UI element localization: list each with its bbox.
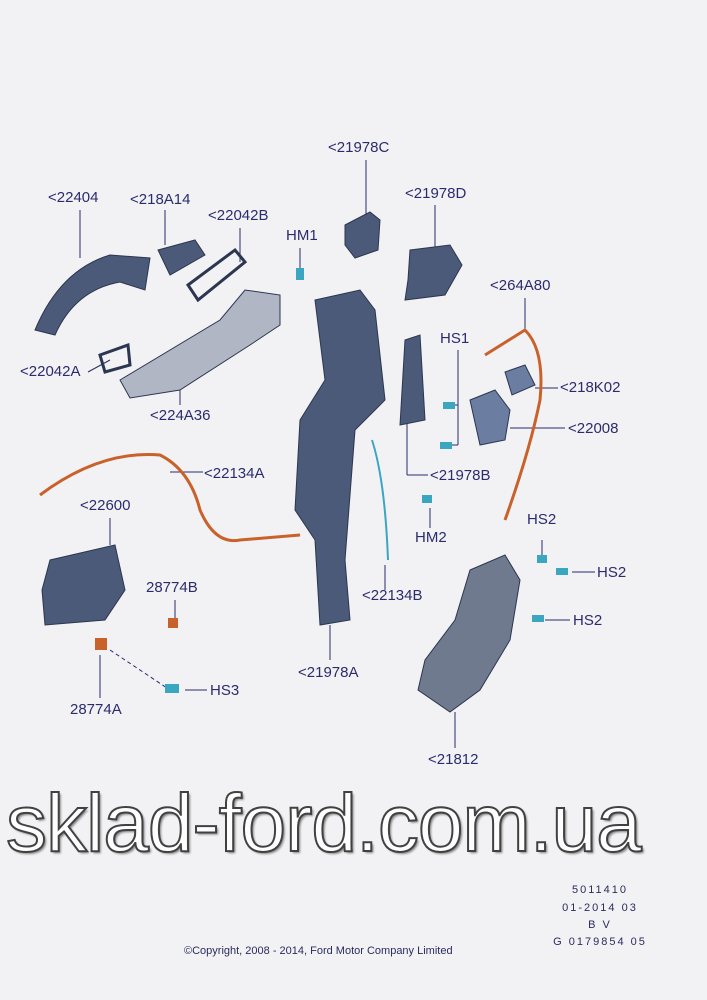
outer-handle-22404	[34, 254, 151, 336]
callout-22008: <22008	[568, 420, 619, 437]
striker-22008	[469, 389, 511, 446]
watermark: sklad-ford.com.ua	[5, 778, 643, 869]
callout-28774B: 28774B	[146, 579, 198, 596]
callout-22134B: <22134B	[362, 587, 423, 604]
callout-28774A: 28774A	[70, 701, 122, 718]
latch-21812	[417, 554, 521, 713]
fasteners	[95, 268, 568, 693]
handle-housing-22600	[41, 544, 126, 626]
callout-218A14: <218A14	[130, 191, 191, 208]
callout-hm2: HM2	[415, 529, 447, 546]
cable-22134A	[39, 453, 301, 543]
callout-22404: <22404	[48, 189, 99, 206]
callout-hs2-b: HS2	[597, 564, 627, 581]
clip-218K02	[504, 364, 536, 396]
callout-hs2-a: HS2	[527, 511, 557, 528]
bracket-224A36	[119, 289, 281, 399]
callout-hs1: HS1	[440, 330, 470, 347]
copyright-notice: ©Copyright, 2008 - 2014, Ford Motor Comp…	[184, 945, 453, 957]
callout-22134A: <22134A	[204, 465, 265, 482]
callout-hm1: HM1	[286, 227, 318, 244]
callout-264A80: <264A80	[490, 277, 551, 294]
leader-lines	[79, 160, 595, 748]
callout-224A36: <224A36	[150, 407, 211, 424]
drawing-number: 5011410	[571, 884, 628, 896]
gasket-22042B	[185, 247, 248, 303]
callout-21812: <21812	[428, 751, 479, 768]
callout-22600: <22600	[80, 497, 131, 514]
callout-22042A: <22042A	[20, 363, 81, 380]
callout-218K02: <218K02	[560, 379, 621, 396]
callout-21978A: <21978A	[298, 664, 359, 681]
callout-21978B: <21978B	[430, 467, 491, 484]
callout-hs2-c: HS2	[573, 612, 603, 629]
drawing-id: G 0179854 05	[553, 936, 647, 948]
rod-22134B	[371, 439, 389, 561]
parts	[34, 211, 536, 713]
callout-21978D: <21978D	[405, 185, 467, 202]
bracket-21978C	[344, 211, 381, 259]
handle-cap-218A14	[157, 239, 206, 276]
drawing-date: 01-2014 03	[562, 902, 638, 914]
gasket-22042A	[98, 342, 132, 374]
bracket-21978B	[399, 334, 426, 426]
callout-hs3: HS3	[210, 682, 240, 699]
callout-21978C: <21978C	[328, 139, 390, 156]
cable-264A80	[484, 328, 543, 521]
bracket-21978D	[404, 244, 463, 301]
carrier-21978A	[294, 289, 386, 626]
drawing-code: B V	[588, 919, 612, 931]
callout-22042B: <22042B	[208, 207, 269, 224]
cables	[39, 328, 543, 543]
